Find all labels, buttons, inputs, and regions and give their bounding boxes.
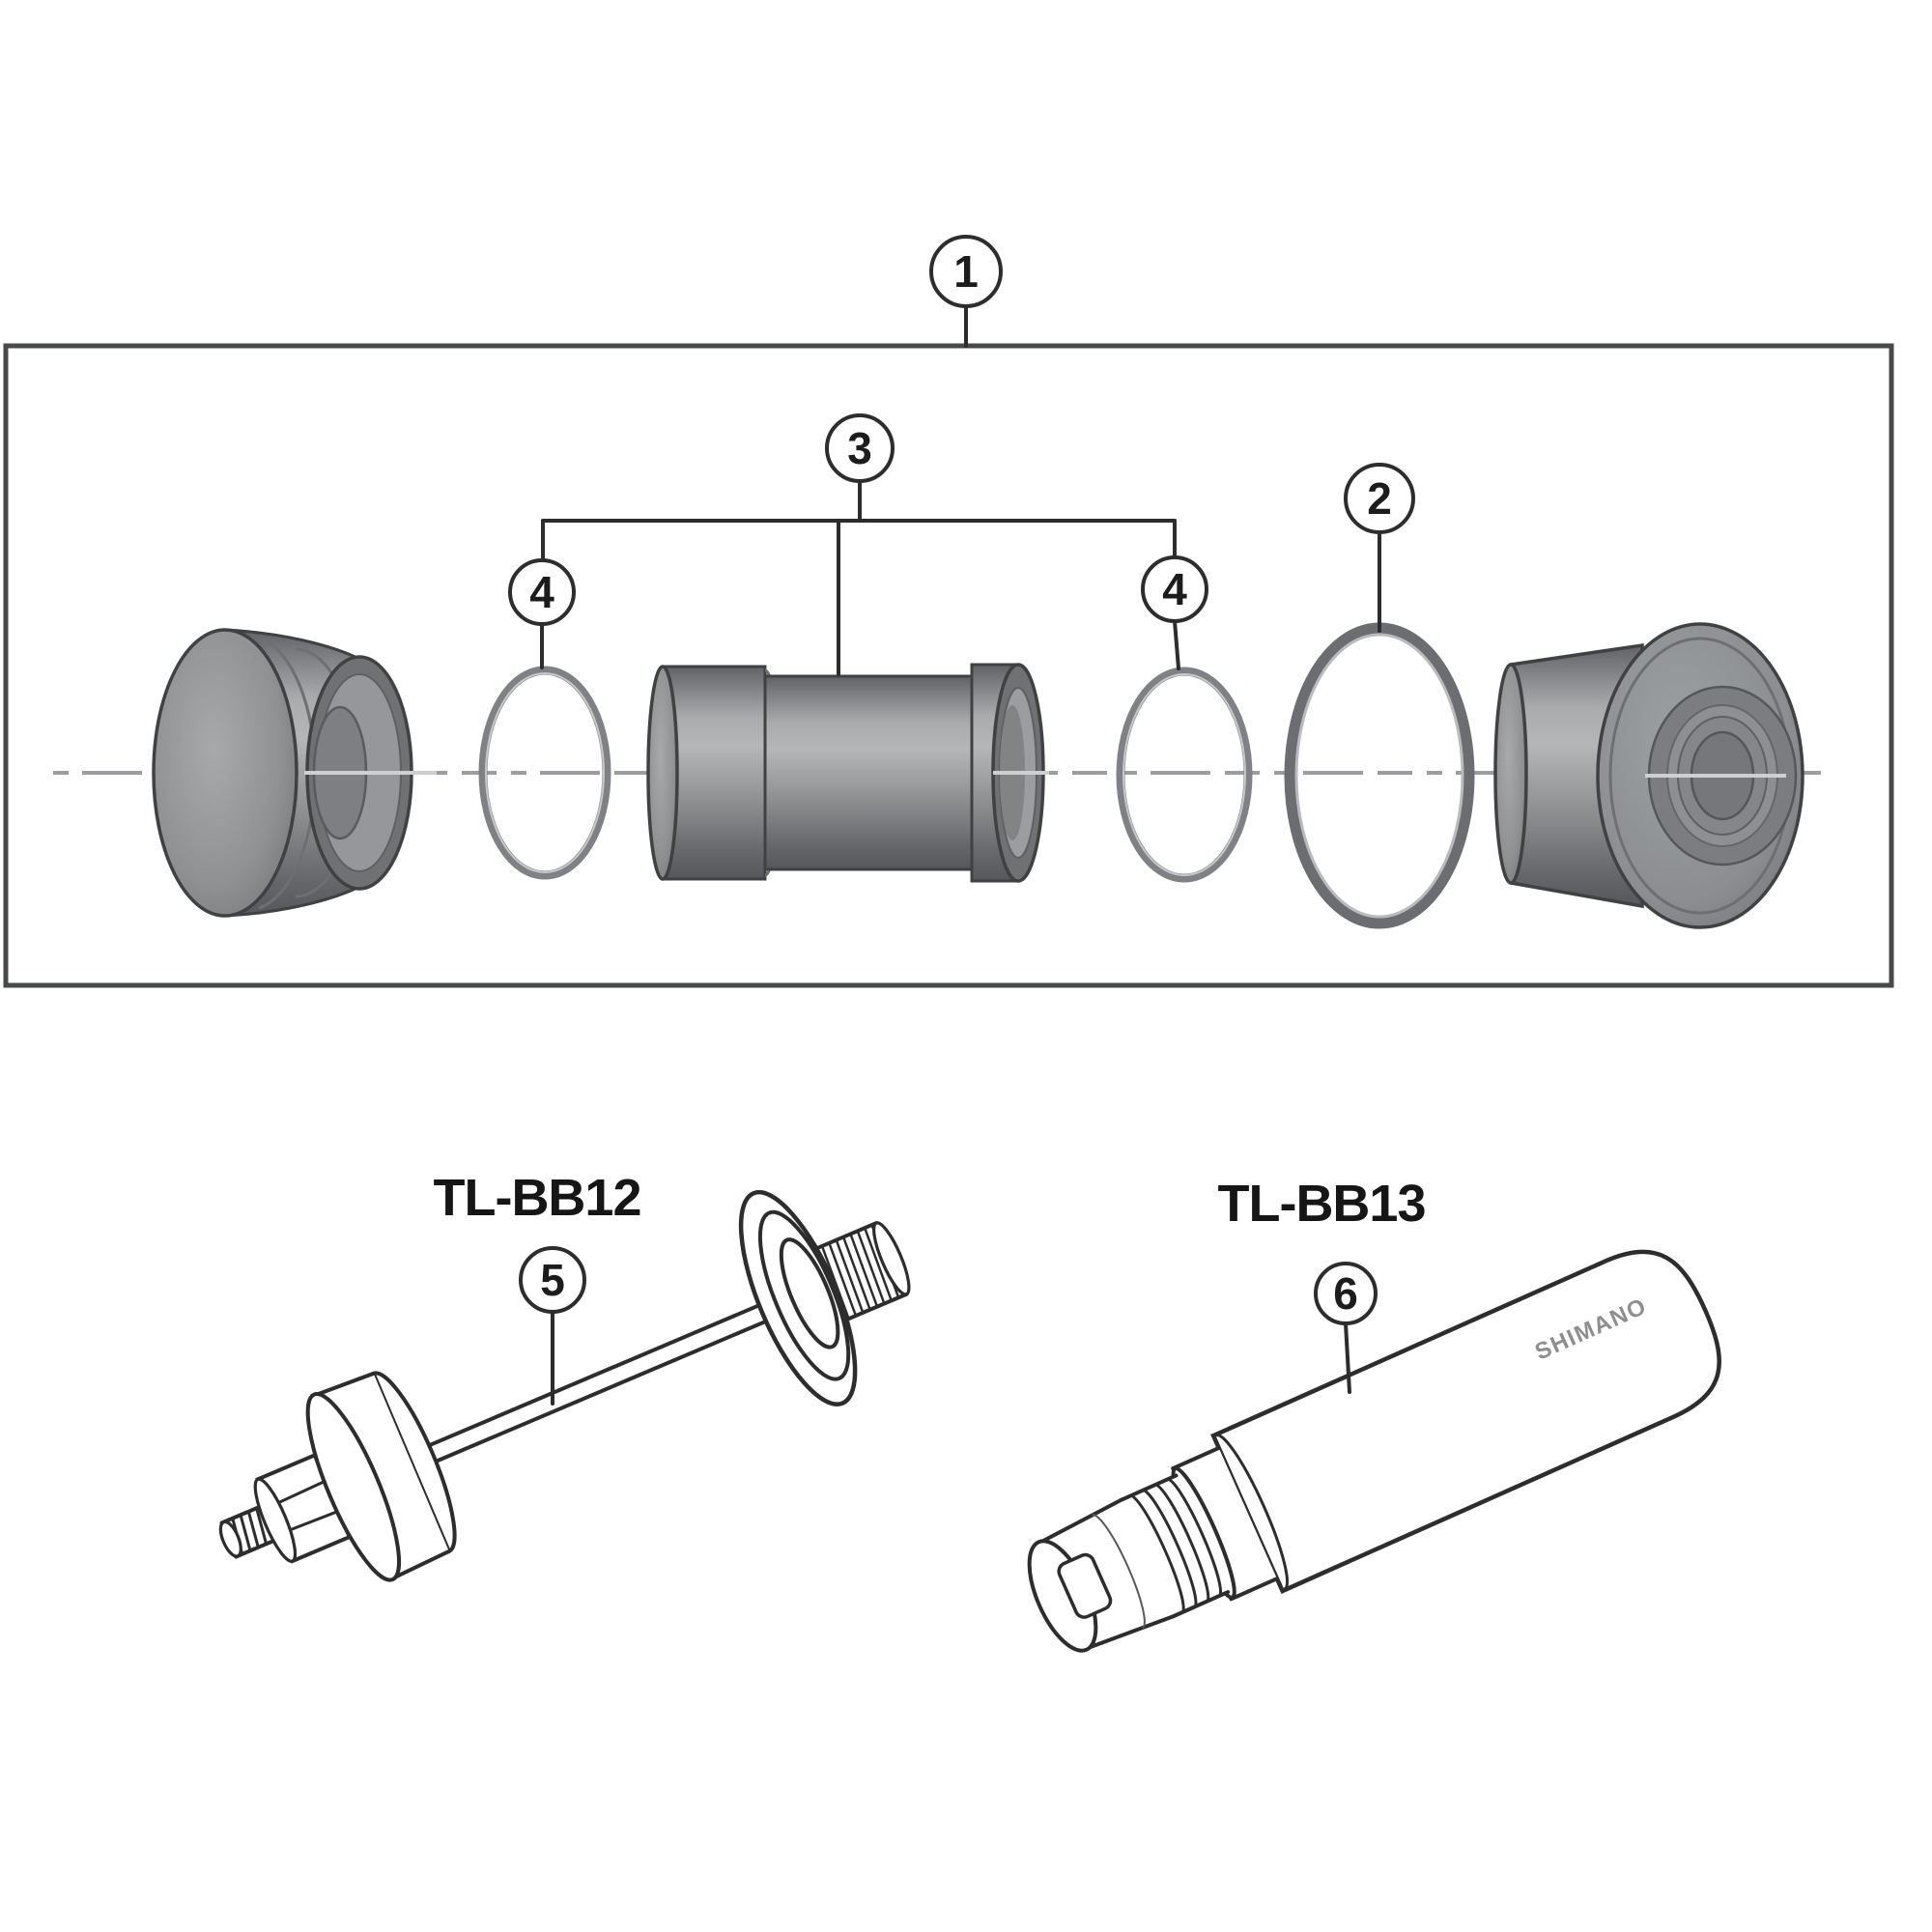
bb12-washer-top (312, 1371, 376, 1398)
right-oring (1116, 667, 1253, 883)
callout-5-circle (519, 1246, 586, 1314)
callout-1: 1 (929, 235, 1003, 308)
callout-4-right-circle (1141, 555, 1208, 623)
callout-1-number: 1 (953, 246, 979, 297)
center-axis-highlights (304, 771, 1786, 778)
leader-4-right (1173, 619, 1180, 670)
bb13-groove-rings (1129, 1477, 1223, 1614)
bb12-nut-face (253, 1477, 298, 1563)
label-tl-bb13: TL-BB13 (1217, 1175, 1425, 1233)
callout-leaders (540, 304, 1381, 676)
callout-3-number: 3 (847, 423, 872, 473)
bb13-collar-fill (1173, 1447, 1277, 1600)
callout-4-left-circle (508, 558, 576, 626)
callouts-bottom: 5 6 (519, 1246, 1378, 1406)
bb13-collar (1171, 1445, 1279, 1602)
callout-6: 6 (1314, 1262, 1378, 1325)
tool-tl-bb12 (218, 1189, 911, 1582)
right-oring-highlight (1122, 673, 1246, 876)
bb12-shaft-bottom (414, 1315, 779, 1472)
bb13-tip-bottom (1086, 1614, 1176, 1650)
bb12-press-plate (738, 1189, 858, 1406)
left-oring-highlight (485, 672, 605, 873)
callout-4-left: 4 (508, 558, 576, 626)
callout-5-number: 5 (540, 1255, 565, 1305)
adapter-ring-highlight (1294, 633, 1464, 919)
sleeve-left-face (646, 665, 679, 881)
bb12-shaft-top (408, 1298, 772, 1456)
bb12-washer-side (371, 1371, 457, 1554)
bb13-step-face (1215, 1434, 1290, 1591)
callout-6-number: 6 (1333, 1268, 1358, 1319)
bb13-main-body (1210, 1249, 1721, 1594)
callout-2: 2 (1344, 463, 1415, 534)
callout-4-right-number: 4 (1162, 564, 1187, 614)
left-cup-flange-face (152, 628, 298, 918)
bb13-neck-fill (1121, 1475, 1229, 1617)
label-tl-bb12: TL-BB12 (433, 1169, 640, 1227)
callout-2-circle (1344, 463, 1415, 534)
bb12-washer-bottom (390, 1548, 451, 1581)
bb12-knob-end (872, 1221, 911, 1296)
bb12-washer-disc (305, 1371, 457, 1582)
bb13-grooved-neck (1119, 1473, 1231, 1619)
right-oring-ring (1116, 667, 1253, 883)
callout-1-circle (929, 235, 1003, 308)
bb12-washer-face (305, 1392, 402, 1582)
callout-4-right: 4 (1141, 555, 1208, 623)
bb12-shaft-fill (410, 1300, 777, 1470)
callout-6-circle (1314, 1262, 1378, 1325)
sleeve-main-body (763, 674, 974, 871)
bb12-plate-inner (779, 1237, 840, 1350)
bb12-plate-mid (757, 1209, 851, 1381)
bb13-tip-top (1038, 1497, 1123, 1545)
left-oring-ring (478, 666, 611, 880)
bb12-thread-end (218, 1520, 242, 1558)
right-cup-barrel-end (1493, 663, 1528, 885)
bb13-tip-contour (1092, 1514, 1146, 1630)
bb13-collar-bottom (1229, 1577, 1279, 1602)
bb13-socket-tip (1027, 1497, 1176, 1653)
bb13-square-hole (1057, 1552, 1113, 1619)
callout-4-left-number: 4 (529, 567, 554, 617)
callouts-top: 1 3 4 4 2 (508, 235, 1415, 626)
callout-2-number: 2 (1367, 473, 1392, 524)
leader-6 (1344, 1321, 1351, 1394)
bb12-plate-outer (738, 1189, 858, 1406)
tool-tl-bb13: SHIMANO (1027, 1249, 1721, 1653)
callout-3: 3 (825, 413, 895, 483)
left-oring (478, 666, 611, 880)
callout-3-circle (825, 413, 895, 483)
bb13-collar-top (1171, 1445, 1221, 1471)
inner-sleeve (646, 663, 1045, 883)
callout-5: 5 (519, 1246, 586, 1314)
